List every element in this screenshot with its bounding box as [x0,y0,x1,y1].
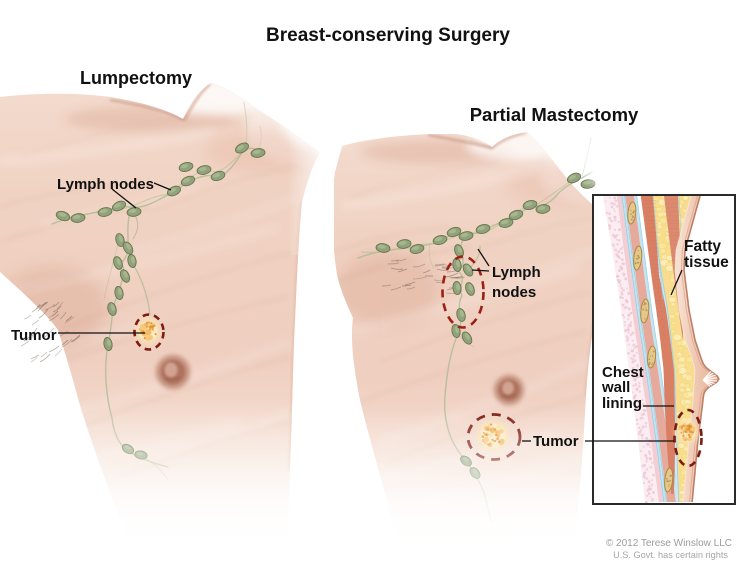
svg-text:Breast-conserving Surgery: Breast-conserving Surgery [266,25,510,46]
svg-text:lining: lining [602,395,642,412]
svg-text:wall: wall [601,379,630,396]
svg-text:Fatty: Fatty [684,238,721,255]
svg-text:Lymph: Lymph [492,264,541,281]
svg-text:Tumor: Tumor [533,433,579,450]
svg-text:tissue: tissue [684,254,729,271]
svg-text:Tumor: Tumor [11,327,57,344]
svg-text:© 2012 Terese Winslow LLC: © 2012 Terese Winslow LLC [606,538,732,549]
svg-text:nodes: nodes [492,284,536,301]
svg-text:Lymph nodes: Lymph nodes [57,176,154,193]
svg-text:Chest: Chest [602,364,644,381]
svg-text:Lumpectomy: Lumpectomy [80,68,192,88]
svg-text:Partial Mastectomy: Partial Mastectomy [470,104,639,125]
svg-text:U.S. Govt. has certain rights: U.S. Govt. has certain rights [613,550,728,560]
